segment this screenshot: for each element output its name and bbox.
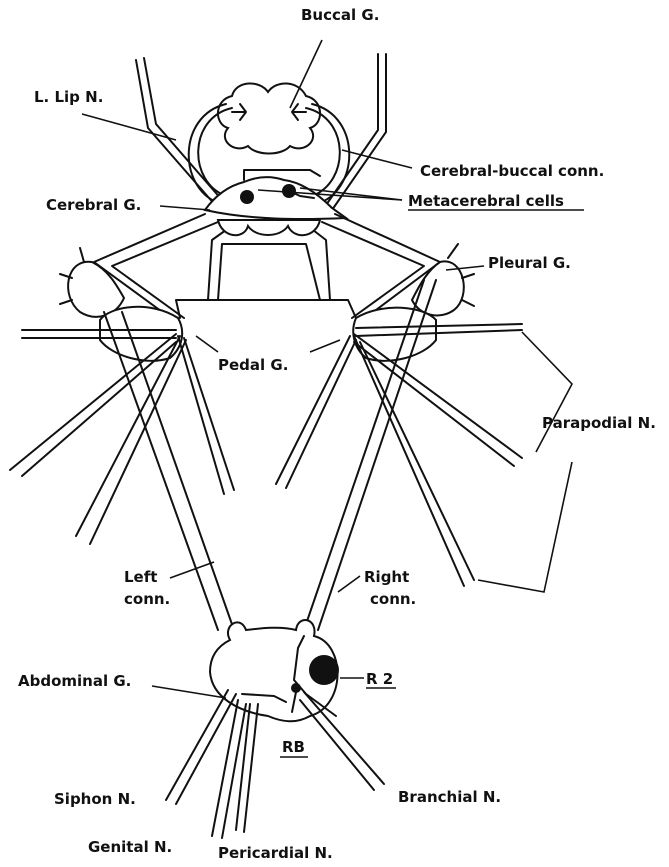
right-connective-label-line1: Right [364,568,409,586]
pericardial-nerve-label: Pericardial N. [218,844,333,862]
cerebral-ganglion-label: Cerebral G. [46,196,141,214]
lip-nerve-label: L. Lip N. [34,88,103,106]
abdominal-ganglion-label: Abdominal G. [18,672,131,690]
pleural-ganglion-left [60,248,124,317]
branchial-nerve-label: Branchial N. [398,788,501,806]
pleural-ganglion-right [412,244,474,315]
buccal-ganglion [218,83,320,153]
left-connective-label-line2: conn. [124,590,170,608]
cerebral-connectives [94,214,440,322]
left-connective-label-line1: Left [124,568,157,586]
metacerebral-cells-label: Metacerebral cells [408,192,564,210]
parapodial-nerve-label: Parapodial N. [542,414,656,432]
cerebral-buccal-conn-label: Cerebral-buccal conn. [420,162,604,180]
r2-label: R 2 [366,670,393,688]
right-connective-label-line2: conn. [370,590,416,608]
rb-label: RB [282,738,305,756]
siphon-nerve-label: Siphon N. [54,790,136,808]
metacerebral-cell-left [240,190,254,204]
pedal-ganglion-label: Pedal G. [218,356,288,374]
r2-neuron [309,655,339,685]
genital-nerve-label: Genital N. [88,838,172,856]
pleural-ganglion-label: Pleural G. [488,254,571,272]
buccal-ganglion-label: Buccal G. [301,6,379,24]
